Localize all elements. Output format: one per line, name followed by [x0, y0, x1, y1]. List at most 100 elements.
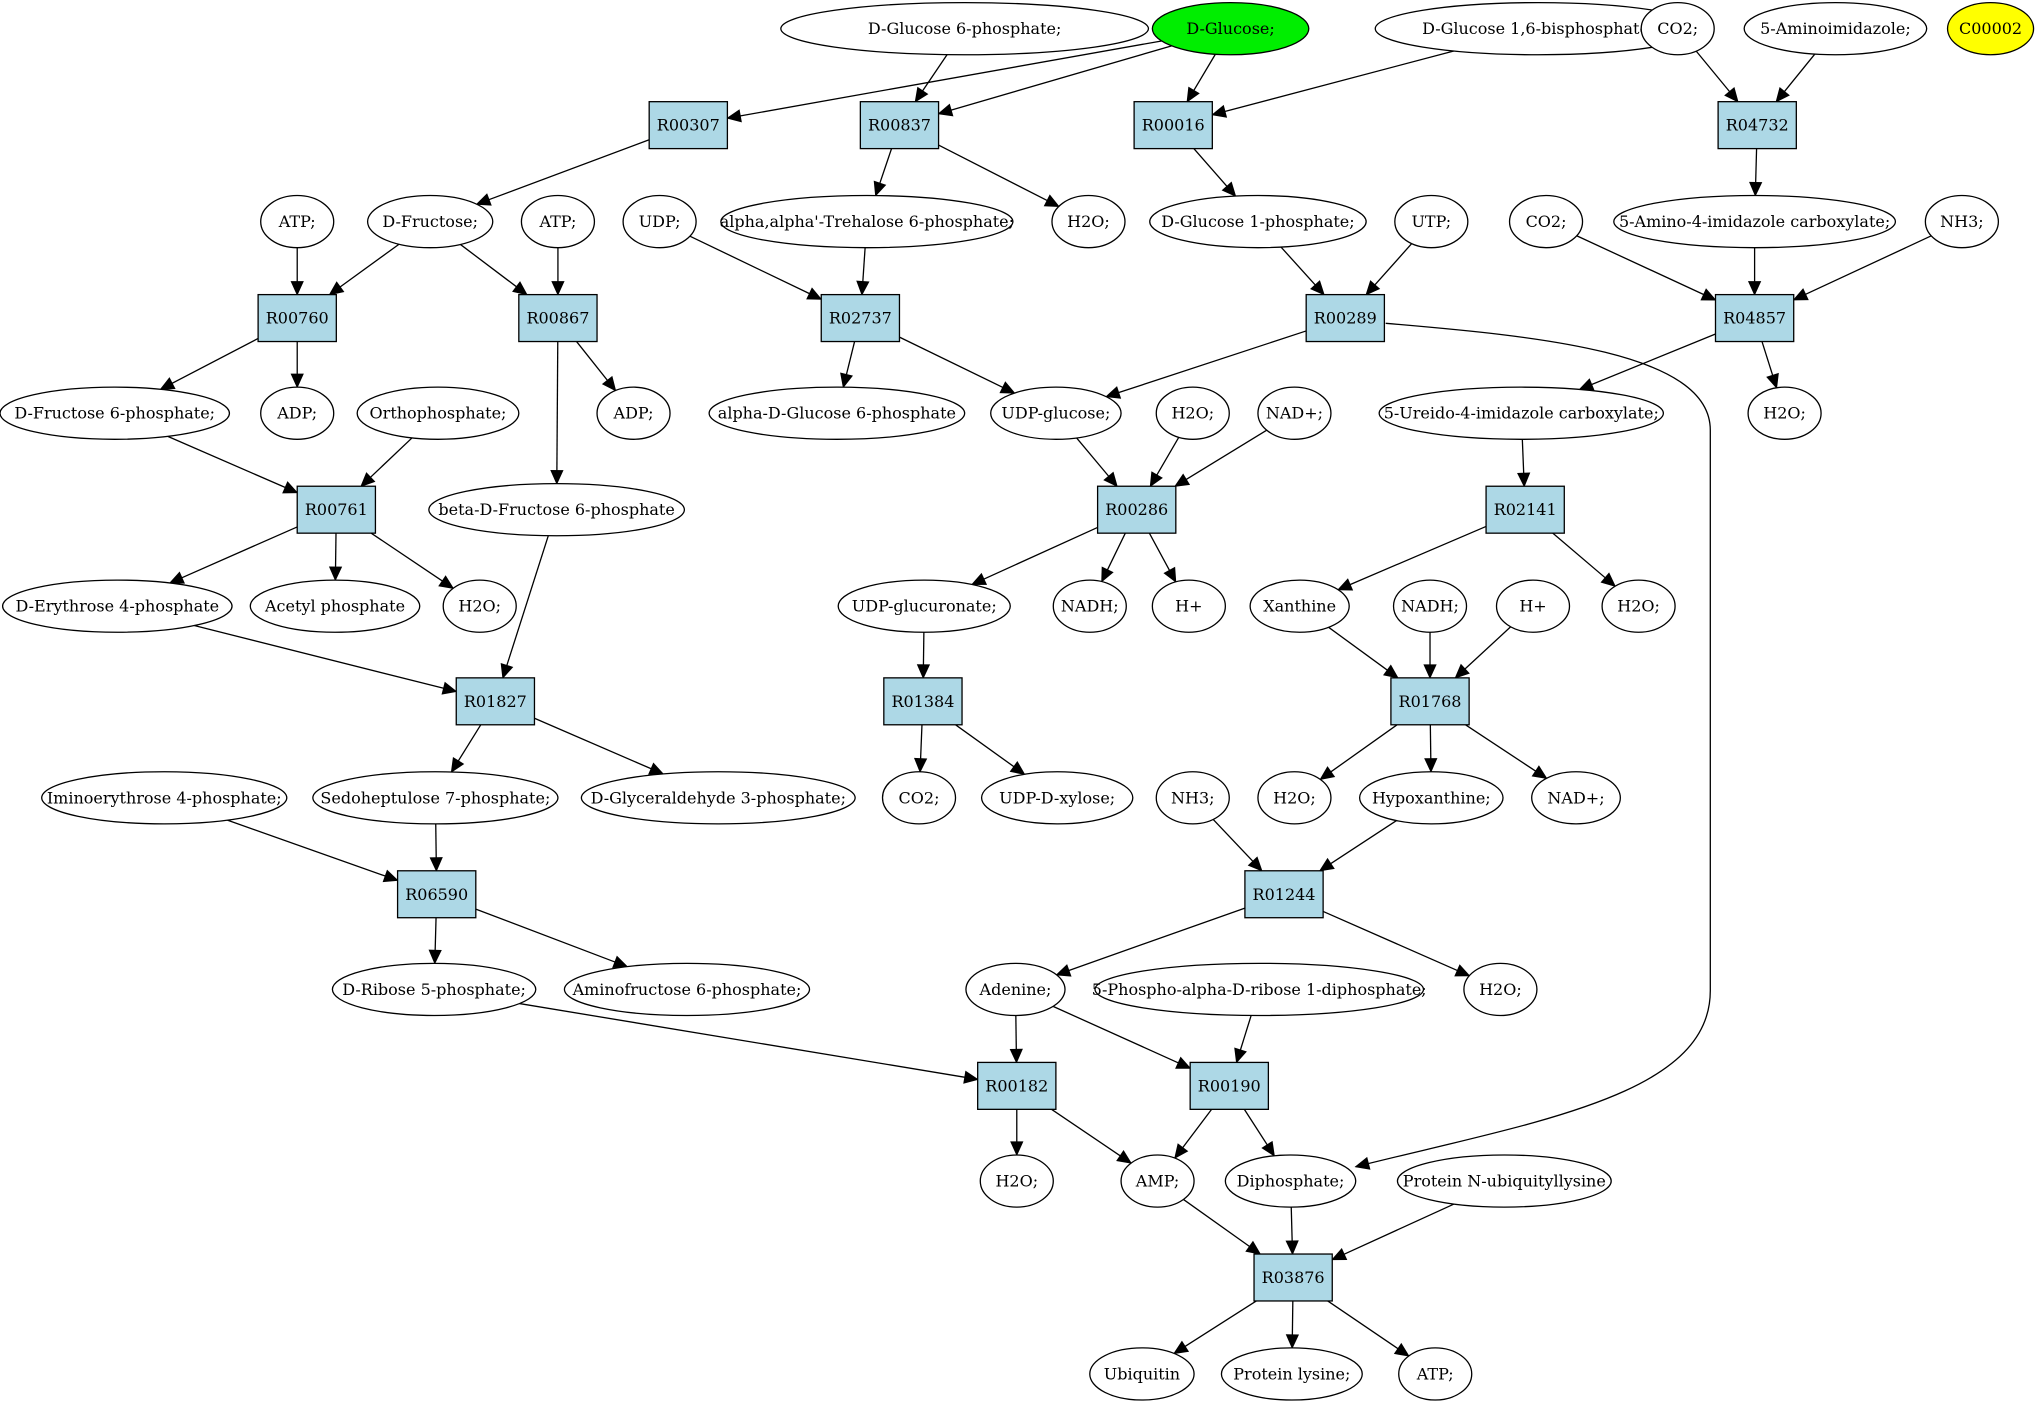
reaction-box: [1714, 293, 1795, 343]
edge-R00837-to-h2o_1-arrowhead: [1043, 194, 1060, 208]
compound-ellipse: [1946, 1, 2035, 56]
edge-aminoimid-to-R04732: [1782, 53, 1816, 94]
edge-co2_a-to-R04732-arrowhead: [1724, 87, 1739, 103]
node-label: NAD+;: [1547, 788, 1604, 807]
compound-ellipse: [580, 771, 856, 825]
compound-node-nadp2: NAD+;: [1531, 771, 1621, 825]
edge-R01384-to-udpxyl: [955, 724, 1017, 769]
compound-node-uica: 5-Ureido-4-imidazole carboxylate;: [1378, 386, 1665, 440]
reaction-node-R01384: R01384: [883, 677, 963, 726]
compound-node-nadh2: NADH;: [1392, 579, 1468, 633]
edge-nh3_a-to-R04857-arrowhead: [1792, 288, 1809, 301]
edge-glc1p-to-R00289: [1280, 246, 1318, 288]
compound-node-h2o_7: H2O;: [1463, 962, 1538, 1017]
edge-R02141-to-h2o_5: [1552, 532, 1608, 580]
compound-node-co2_c: CO2;: [881, 771, 957, 825]
node-label: alpha,alpha'-Trehalose 6-phosphate;: [720, 212, 1014, 231]
reaction-box: [1485, 485, 1565, 534]
edge-R01827-to-ga3p-arrowhead: [648, 762, 665, 775]
compound-ellipse: [1257, 771, 1332, 825]
reaction-box: [1096, 485, 1177, 534]
reaction-box: [396, 870, 477, 919]
compound-ellipse: [1051, 194, 1126, 249]
edge-sedo7p-to-R06590-arrowhead: [429, 857, 443, 873]
reaction-box: [977, 1061, 1057, 1110]
edge-fru-to-R00760: [337, 243, 400, 290]
compound-ellipse: [1220, 1347, 1363, 1401]
compound-node-prpp: 5-Phospho-alpha-D-ribose 1-diphosphate;: [1092, 962, 1427, 1017]
node-label: H2O;: [1171, 404, 1214, 423]
compound-ellipse: [1495, 579, 1571, 633]
compound-node-co2_a: CO2;: [1640, 1, 1715, 56]
node-label: Hypoxanthine;: [1372, 788, 1491, 807]
edge-ery4p-to-R01827: [194, 624, 447, 690]
node-label: UTP;: [1411, 212, 1451, 231]
compound-node-fru: D-Fructose;: [366, 194, 494, 249]
node-label: D-Fructose;: [382, 212, 478, 231]
reaction-box: [883, 677, 963, 726]
edge-R00286-to-udpglcur-arrowhead: [970, 572, 988, 585]
compound-node-iminoery4p: Iminoerythrose 4-phosphate;: [41, 771, 288, 825]
edge-R02737-to-udpglc-arrowhead: [999, 381, 1016, 394]
reaction-node-R00837: R00837: [859, 101, 940, 150]
compound-node-udpglc: UDP-glucose;: [990, 386, 1122, 440]
node-label: NH3;: [1171, 788, 1215, 807]
node-label: Sedoheptulose 7-phosphate;: [320, 788, 550, 807]
node-label: R00286: [1105, 500, 1168, 519]
edge-R06590-to-rib5p-arrowhead: [428, 949, 442, 965]
edge-R00286-to-nadh1-arrowhead: [1101, 566, 1114, 583]
edge-udpglc-to-R00286: [1076, 437, 1111, 479]
compound-ellipse: [1398, 1347, 1473, 1401]
reaction-node-R00016: R00016: [1133, 101, 1213, 150]
edge-R02141-to-xanthine: [1347, 525, 1487, 587]
compound-node-glc6p: D-Glucose 6-phosphate;: [780, 1, 1150, 56]
edge-R01827-to-sedo7p: [456, 724, 482, 764]
reaction-node-R00761: R00761: [296, 485, 377, 534]
edge-aminoimid-to-R04732-arrowhead: [1775, 86, 1790, 103]
edge-glc-to-R00307-arrowhead: [726, 109, 742, 123]
node-label: D-Erythrose 4-phosphate: [16, 597, 220, 616]
compound-node-nadp: NAD+;: [1257, 386, 1332, 440]
reaction-box: [820, 293, 901, 343]
edge-nadh2-to-R01768-arrowhead: [1423, 664, 1437, 680]
compound-node-xanthine: Xanthine: [1249, 579, 1350, 633]
edge-R01768-to-nadp2-arrowhead: [1531, 765, 1548, 779]
reaction-node-R00286: R00286: [1096, 485, 1177, 534]
edge-R00867-to-adp2-arrowhead: [601, 375, 617, 392]
reaction-node-R01244: R01244: [1244, 870, 1324, 919]
node-label: 5-Phospho-alpha-D-ribose 1-diphosphate;: [1092, 980, 1427, 999]
edge-R00289-to-diphos: [1355, 322, 1711, 1168]
edge-fru-to-R00760-arrowhead: [328, 281, 345, 296]
compound-ellipse: [1224, 1154, 1357, 1208]
compound-node-udp: UDP;: [622, 194, 697, 249]
compound-node-h2o_2: H2O;: [1155, 386, 1230, 440]
edge-glc-to-R00016: [1191, 53, 1216, 94]
edge-R04732-to-aica: [1754, 148, 1758, 186]
edge-h2o_2-to-R00286-arrowhead: [1149, 471, 1163, 488]
reaction-box: [518, 293, 598, 343]
compound-ellipse: [1924, 194, 2000, 249]
compound-ellipse: [356, 386, 520, 440]
edge-udp-to-R02737: [689, 235, 813, 296]
node-label: Diphosphate;: [1237, 1172, 1345, 1191]
compound-node-hplus1: H+: [1151, 579, 1227, 633]
edge-udpglcur-to-R01384-arrowhead: [916, 664, 931, 680]
edge-R01768-to-hypoxanthine-arrowhead: [1424, 758, 1438, 773]
edge-bfru6p-to-R01827: [505, 535, 549, 669]
compound-ellipse: [1531, 771, 1621, 825]
edge-R04857-to-h2o_3-arrowhead: [1766, 372, 1779, 389]
reaction-node-R04857: R04857: [1714, 293, 1795, 343]
edge-R00761-to-acetylp-arrowhead: [328, 566, 343, 582]
compound-node-acetylp: Acetyl phosphate: [249, 579, 421, 633]
compound-ellipse: [1094, 962, 1425, 1017]
node-label: NADH;: [1061, 597, 1119, 616]
compound-ellipse: [331, 962, 537, 1017]
node-label: UDP-D-xylose;: [999, 788, 1115, 807]
edge-R02141-to-xanthine-arrowhead: [1336, 578, 1354, 591]
reaction-box: [648, 101, 729, 150]
edge-R00837-to-trehalose6p-arrowhead: [873, 180, 887, 197]
edge-R01827-to-ga3p: [534, 717, 654, 771]
node-label: UDP;: [639, 212, 681, 231]
edge-fru-to-R00867-arrowhead: [512, 281, 528, 296]
node-label: D-Fructose 6-phosphate;: [14, 404, 215, 423]
